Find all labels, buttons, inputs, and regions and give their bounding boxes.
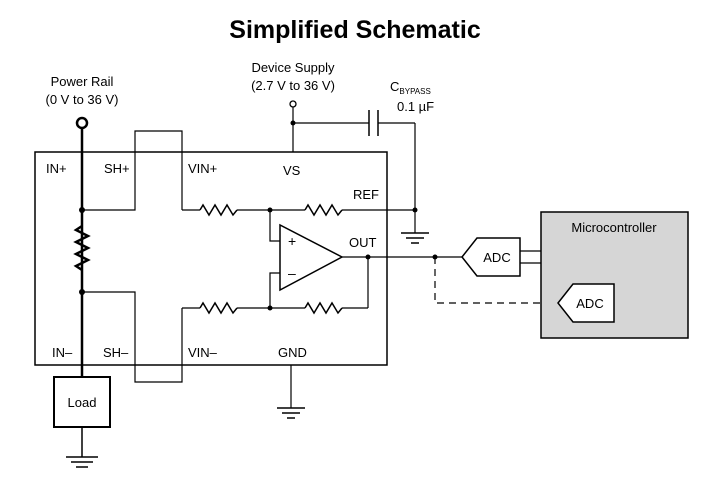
feedback-resistor (304, 301, 343, 315)
device-supply-label: Device Supply (251, 60, 335, 75)
internal-adc-wire (434, 257, 558, 304)
sense-plus-wire (82, 130, 183, 211)
ref-ground-icon (401, 232, 429, 244)
opamp (279, 223, 344, 292)
pin-vin-plus: VIN+ (188, 161, 217, 176)
device-ground-icon (277, 407, 305, 419)
external-adc-label: ADC (483, 250, 510, 265)
pin-in-minus: IN– (52, 345, 73, 360)
shunt-resistor (73, 224, 91, 272)
microcontroller-label: Microcontroller (571, 220, 657, 235)
pin-gnd: GND (278, 345, 307, 360)
load-label: Load (68, 395, 97, 410)
opamp-plus-sign: + (288, 233, 296, 249)
external-adc (461, 237, 521, 277)
internal-adc (557, 283, 615, 323)
pin-vin-minus: VIN– (188, 345, 218, 360)
pin-ref: REF (353, 187, 379, 202)
pin-sh-minus: SH– (103, 345, 129, 360)
device-supply-range: (2.7 V to 36 V) (251, 78, 335, 93)
pin-vs: VS (283, 163, 301, 178)
opamp-minus-sign: – (288, 265, 296, 281)
internal-adc-label: ADC (576, 296, 603, 311)
sense-minus-wire (82, 291, 183, 383)
bypass-cap-label: CBYPASS (390, 79, 431, 96)
diagram-title: Simplified Schematic (229, 16, 481, 44)
pin-in-plus: IN+ (46, 161, 67, 176)
input-resistor-minus (199, 301, 238, 315)
power-rail-terminal (75, 116, 89, 130)
device-package (34, 151, 388, 366)
input-resistor-plus (199, 203, 238, 217)
reference-resistor (304, 203, 343, 217)
power-rail-range: (0 V to 36 V) (46, 92, 119, 107)
pin-out: OUT (349, 235, 377, 250)
pin-sh-plus: SH+ (104, 161, 130, 176)
device-supply-terminal (289, 100, 297, 108)
load-block (53, 376, 111, 428)
load-ground-icon (66, 456, 98, 468)
bypass-cap-value: 0.1 µF (397, 99, 434, 114)
power-rail-label: Power Rail (51, 74, 114, 89)
